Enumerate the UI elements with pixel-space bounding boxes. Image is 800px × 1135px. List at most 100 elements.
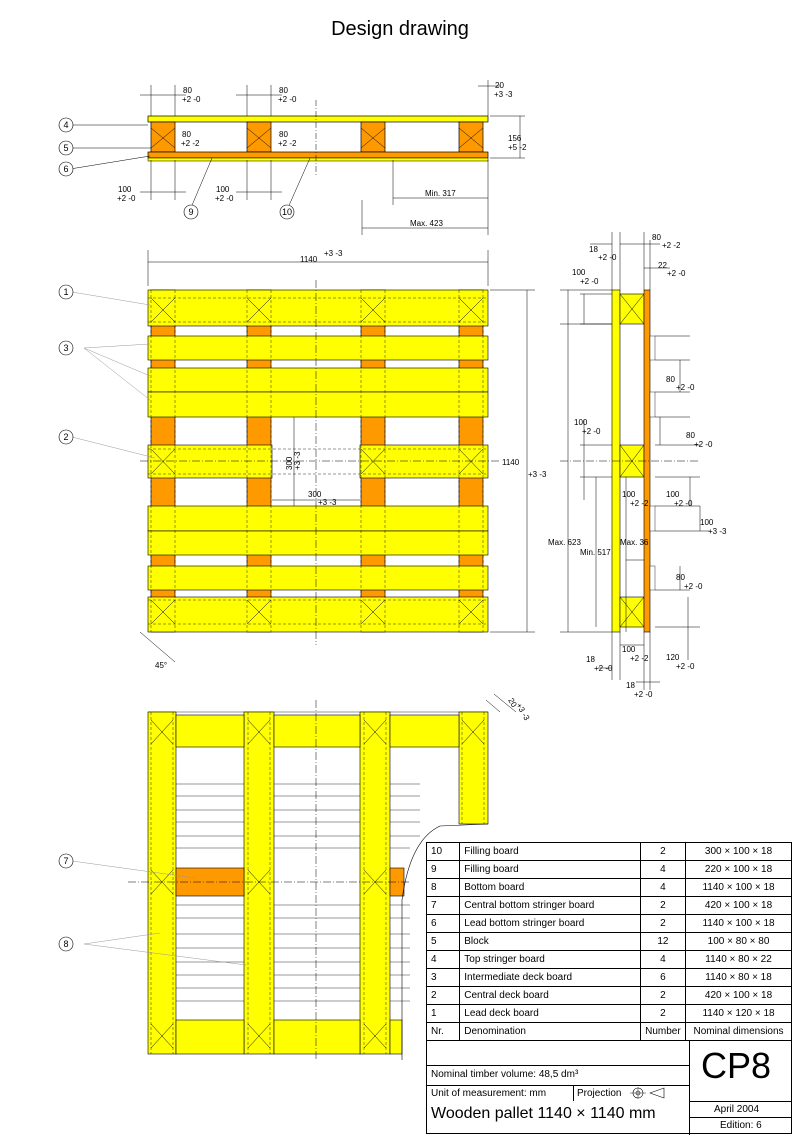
- bom-header-dimensions: Nominal dimensions: [685, 1022, 792, 1041]
- side-dim-100-e-tol: +3 -3: [708, 527, 727, 536]
- drawing-date: April 2004: [714, 1104, 760, 1115]
- dim-156-tol: +5 -2: [508, 143, 527, 152]
- bom-nr: 5: [425, 932, 461, 951]
- drawing-code: CP8: [701, 1045, 772, 1086]
- bom-number: 2: [639, 914, 687, 933]
- side-dim-min-517: Min. 517: [580, 548, 611, 557]
- side-dim-18-b: 18: [586, 655, 595, 664]
- bom-header-denomination: Denomination: [459, 1022, 641, 1041]
- dim-20: 20: [495, 81, 504, 90]
- side-dim-100-f: 100: [622, 645, 636, 654]
- lead-deck-board: [147, 289, 489, 327]
- bom-dimensions: 1140 × 80 × 18: [685, 968, 792, 987]
- callout-label-10: 10: [282, 207, 292, 217]
- callouts: [58, 117, 295, 952]
- bottom-board: [243, 711, 275, 1055]
- bom-dimensions: 1140 × 100 × 18: [685, 878, 792, 897]
- intermediate-deck-board: [147, 391, 489, 418]
- bom-dimensions: 300 × 100 × 18: [685, 842, 792, 861]
- dim-1140-width-tol: +3 -3: [324, 249, 343, 258]
- dim-300-horizontal: 300: [308, 490, 322, 499]
- side-dim-18-b-tol: +2 -0: [594, 664, 613, 673]
- dim-80-b-tol: +2 -0: [278, 95, 297, 104]
- bom-number: 4: [639, 860, 687, 879]
- side-dim-100-d: 100: [666, 490, 680, 499]
- side-view: 18 +2 -0 80 +2 -2 22 +2 -0 100 +2 -0 80 …: [548, 232, 727, 699]
- callout-label-2: 2: [63, 432, 68, 442]
- bom-denomination: Filling board: [459, 860, 641, 879]
- dim-80-d: 80: [279, 130, 288, 139]
- callout-9: [183, 204, 199, 220]
- bom-dimensions: 420 × 100 × 18: [685, 896, 792, 915]
- callout-label-8: 8: [63, 939, 68, 949]
- side-dim-max-623: Max. 623: [548, 538, 581, 547]
- side-dim-80-b: 80: [666, 375, 675, 384]
- bom-denomination: Lead bottom stringer board: [459, 914, 641, 933]
- bom-number: 2: [639, 986, 687, 1005]
- dim-300-vertical-tol: +3 -3: [293, 451, 302, 470]
- bom-dimensions: 1140 × 80 × 22: [685, 950, 792, 969]
- projection-label: Projection: [577, 1088, 622, 1099]
- bom-nr: 1: [425, 1004, 461, 1023]
- filling-board: [273, 714, 361, 748]
- projection-icon: [630, 1087, 665, 1099]
- callout-4: [58, 117, 74, 133]
- block: [150, 121, 176, 153]
- block: [246, 121, 272, 153]
- drawing-edition: Edition: 6: [720, 1120, 762, 1131]
- callout-7: [58, 853, 74, 869]
- bom-denomination: Bottom board: [459, 878, 641, 897]
- callout-label-1: 1: [63, 287, 68, 297]
- dim-80-b: 80: [279, 86, 288, 95]
- side-dim-18-a-tol: +2 -0: [598, 253, 617, 262]
- side-dim-18-a: 18: [589, 245, 598, 254]
- bom-denomination: Central deck board: [459, 986, 641, 1005]
- callout-8: [58, 936, 74, 952]
- dim-1140-height-tol: +3 -3: [528, 470, 547, 479]
- bom-number: 2: [639, 842, 687, 861]
- dim-1140-width: 1140: [300, 255, 318, 264]
- break-line: [401, 823, 489, 1060]
- side-dim-100-c: 100: [622, 490, 636, 499]
- filling-board: [389, 1019, 403, 1055]
- bom-nr: 9: [425, 860, 461, 879]
- dim-300-horizontal-tol: +3 -3: [318, 498, 337, 507]
- bom-nr: 4: [425, 950, 461, 969]
- bom-number: 6: [639, 968, 687, 987]
- front-blocks: [150, 121, 484, 153]
- side-blocks: [619, 293, 645, 628]
- side-dim-100-f-tol: +2 -2: [630, 654, 649, 663]
- dim-80-a: 80: [183, 86, 192, 95]
- bottom-dim-20-tol: +3 -3: [514, 702, 531, 723]
- side-dim-80-c: 80: [686, 431, 695, 440]
- side-dim-max-36: Max. 36: [620, 538, 649, 547]
- callout-label-5: 5: [63, 143, 68, 153]
- drawing-name: Wooden pallet 1140 × 1140 mm: [431, 1105, 656, 1122]
- side-dim-120-tol: +2 -0: [676, 662, 695, 671]
- side-dim-100-b-tol: +2 -0: [582, 427, 601, 436]
- bom-denomination: Block: [459, 932, 641, 951]
- dim-156: 156: [508, 134, 522, 143]
- top-stringer-board: [147, 115, 489, 123]
- bom-dimensions: 220 × 100 × 18: [685, 860, 792, 879]
- filling-board: [273, 1019, 361, 1055]
- lead-bottom-stringer-board: [147, 711, 177, 1055]
- dim-100-a-tol: +2 -0: [117, 194, 136, 203]
- side-dim-100-a: 100: [572, 268, 586, 277]
- plan-view: 1140 +3 -3 1140 +3 -3: [71, 249, 547, 670]
- callout-3: [58, 340, 74, 356]
- callout-6: [58, 161, 74, 177]
- filling-board: [175, 714, 245, 748]
- side-dim-120: 120: [666, 653, 680, 662]
- dim-300-vertical: 300: [285, 456, 294, 470]
- bom-header-nr: Nr.: [425, 1022, 461, 1041]
- callout-label-6: 6: [63, 164, 68, 174]
- dim-100-b-tol: +2 -0: [215, 194, 234, 203]
